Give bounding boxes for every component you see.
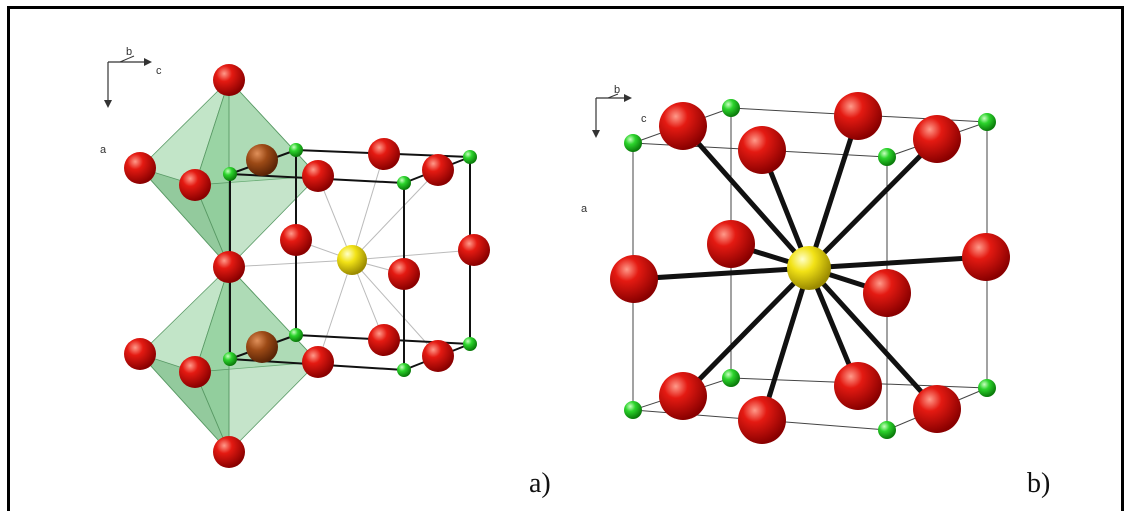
oxygen-atom <box>834 362 882 410</box>
b-site-atom <box>463 150 477 164</box>
b-site-atom <box>463 337 477 351</box>
axis-label-c: c <box>641 113 647 125</box>
panel-label-b: b) <box>1027 468 1051 499</box>
figure-frame <box>7 6 1124 511</box>
b-site-atom-dark <box>246 144 278 176</box>
b-site-atom <box>624 134 642 152</box>
oxygen-atom <box>863 269 911 317</box>
oxygen-atom <box>302 346 334 378</box>
oxygen-atom <box>302 160 334 192</box>
atoms-a <box>124 64 490 468</box>
b-site-atom <box>722 99 740 117</box>
oxygen-atom <box>124 338 156 370</box>
panel-label-a: a) <box>529 468 551 499</box>
oxygen-atom <box>368 138 400 170</box>
b-site-atom <box>878 421 896 439</box>
b-site-atom <box>223 352 237 366</box>
axis-label-b: b <box>614 84 620 96</box>
b-site-atom <box>624 401 642 419</box>
b-site-atom <box>223 167 237 181</box>
panel-b: b c a <box>581 84 1010 444</box>
b-site-atom <box>289 328 303 342</box>
axis-label-a: a <box>581 203 588 215</box>
oxygen-atom <box>213 251 245 283</box>
panel-a: b c a <box>100 46 490 468</box>
oxygen-atom <box>213 436 245 468</box>
b-site-atom <box>397 176 411 190</box>
oxygen-atom <box>834 92 882 140</box>
oxygen-atom <box>659 372 707 420</box>
axis-indicator-a: b c a <box>100 46 162 156</box>
oxygen-atom <box>610 255 658 303</box>
oxygen-atom <box>124 152 156 184</box>
axis-indicator-b: b c a <box>581 84 647 215</box>
oxygen-atom <box>422 340 454 372</box>
b-site-atom <box>289 143 303 157</box>
a-site-atom <box>787 246 831 290</box>
oxygen-atom <box>738 126 786 174</box>
oxygen-atom <box>213 64 245 96</box>
oxygen-atom <box>707 220 755 268</box>
octahedron-lower <box>138 265 319 454</box>
b-site-atom <box>722 369 740 387</box>
b-site-atom <box>878 148 896 166</box>
a-site-atom <box>337 245 367 275</box>
b-site-atom <box>397 363 411 377</box>
axis-label-b: b <box>126 46 132 58</box>
oxygen-atom <box>659 102 707 150</box>
b-site-atom-dark <box>246 331 278 363</box>
oxygen-atom <box>458 234 490 266</box>
atoms-b <box>610 92 1010 444</box>
oxygen-atom <box>913 385 961 433</box>
oxygen-atom <box>422 154 454 186</box>
b-site-atom <box>978 113 996 131</box>
oxygen-atom <box>368 324 400 356</box>
oxygen-atom <box>179 169 211 201</box>
axis-label-a: a <box>100 144 107 156</box>
oxygen-atom <box>738 396 786 444</box>
oxygen-atom <box>913 115 961 163</box>
b-site-atom <box>978 379 996 397</box>
oxygen-atom <box>280 224 312 256</box>
axis-label-c: c <box>156 65 162 77</box>
oxygen-atom <box>179 356 211 388</box>
oxygen-atom <box>388 258 420 290</box>
oxygen-atom <box>962 233 1010 281</box>
